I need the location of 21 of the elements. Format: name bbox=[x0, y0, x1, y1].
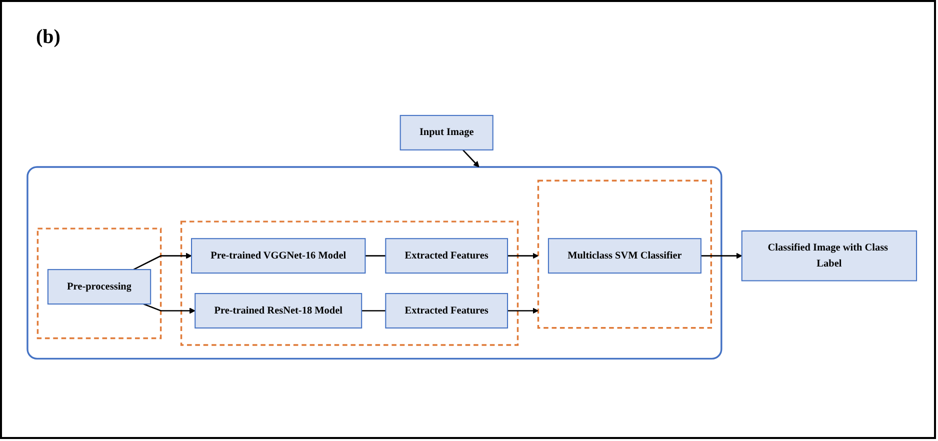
cluster bbox=[36, 228, 162, 339]
arrow bbox=[143, 303, 196, 314]
cluster bbox=[180, 220, 519, 346]
node-box: Pre-trained VGGNet-16 Model bbox=[191, 238, 366, 274]
arrow bbox=[462, 149, 480, 168]
arrow bbox=[508, 252, 538, 259]
cluster bbox=[537, 180, 712, 329]
node-box: Input Image bbox=[400, 114, 494, 150]
panel-label: (b) bbox=[36, 26, 60, 49]
connector bbox=[365, 255, 386, 256]
connector bbox=[362, 310, 386, 312]
node-box: Extracted Features bbox=[385, 238, 508, 274]
node-box: Extracted Features bbox=[385, 292, 508, 328]
arrow bbox=[700, 252, 742, 259]
node-box: Pre-processing bbox=[47, 268, 152, 304]
arrow bbox=[508, 308, 538, 314]
node-box: Pre-trained ResNet-18 Model bbox=[194, 292, 362, 328]
cluster bbox=[26, 166, 722, 360]
node-box: Classified Image with Class Label bbox=[741, 230, 918, 282]
arrow bbox=[133, 252, 192, 270]
node-box: Multiclass SVM Classifier bbox=[548, 238, 702, 274]
